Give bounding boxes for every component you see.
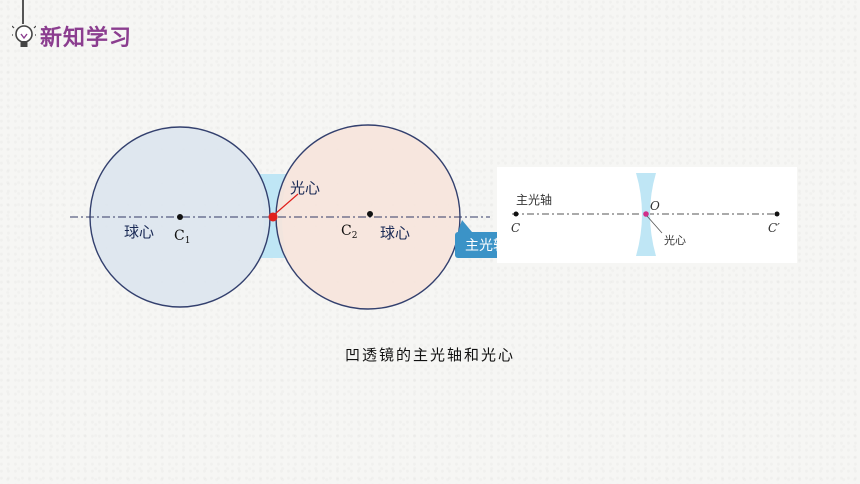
optical-center-leader bbox=[274, 193, 299, 215]
center-c1-subscript: 1 bbox=[185, 236, 191, 246]
axis-callout-text: 主光轴 bbox=[465, 238, 507, 254]
inset-optical-center-dot bbox=[643, 211, 649, 217]
optical-center-label: 光心 bbox=[290, 179, 320, 197]
center-c2-dot bbox=[367, 211, 373, 217]
inset-center-point-label: O bbox=[650, 199, 660, 213]
sphere-left-label: 球心 bbox=[124, 223, 154, 241]
inset-left-point-label: C bbox=[511, 221, 520, 235]
inset-diagram: 主光轴 C O C′ 光心 bbox=[497, 167, 797, 263]
inset-right-point-label: C′ bbox=[768, 221, 780, 235]
section-header: 新知学习 bbox=[8, 0, 208, 56]
figure-caption: 凹透镜的主光轴和光心 bbox=[344, 346, 515, 364]
sphere-right bbox=[275, 124, 461, 310]
lightbulb-icon bbox=[12, 25, 36, 47]
inset-optical-center-label: 光心 bbox=[664, 233, 686, 247]
sphere-right-label: 球心 bbox=[380, 224, 410, 242]
inset-axis-label: 主光轴 bbox=[516, 192, 552, 207]
section-title: 新知学习 bbox=[40, 26, 133, 51]
inset-right-point bbox=[774, 211, 780, 217]
center-c1-dot bbox=[177, 214, 183, 220]
inset-optical-center-leader bbox=[646, 215, 663, 234]
center-c2-subscript: 2 bbox=[352, 231, 358, 241]
optical-center-dot bbox=[268, 212, 278, 222]
bulb-string bbox=[22, 0, 24, 24]
inset-left-point bbox=[513, 211, 519, 217]
